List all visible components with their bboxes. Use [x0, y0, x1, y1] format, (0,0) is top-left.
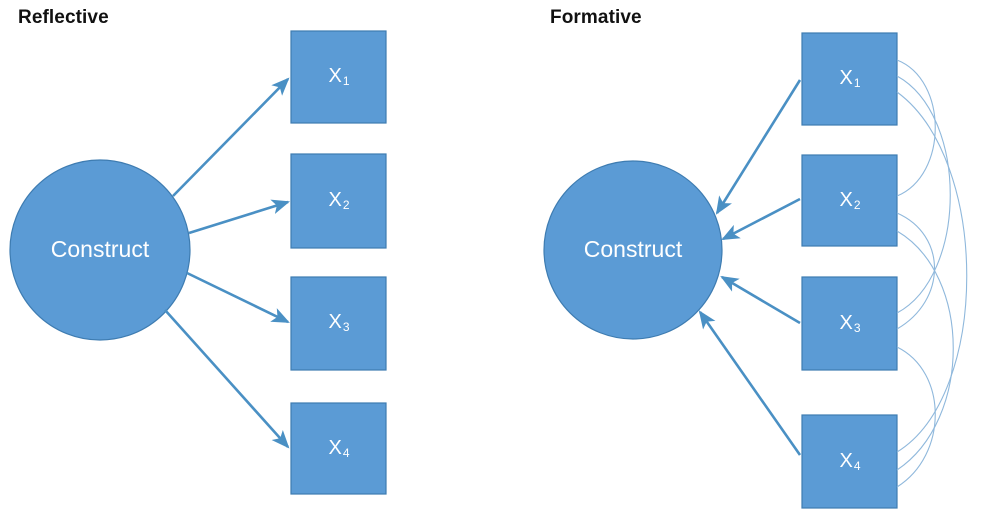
arrow-x1-to-construct: [715, 79, 802, 215]
arrow-construct-to-x1: [172, 77, 290, 197]
arrow-construct-to-x3: [186, 271, 290, 324]
arrow-x2-to-construct: [721, 197, 801, 241]
correlation-arc-x1-x2: [896, 59, 936, 197]
indicator-box-reflective-x3[interactable]: [290, 276, 387, 371]
arrow-construct-to-x2: [188, 199, 290, 235]
construct-circle-reflective[interactable]: [9, 159, 191, 341]
correlation-arc-x2-x3: [896, 212, 936, 330]
indicator-box-formative-x2[interactable]: [801, 154, 898, 247]
panel-formative: [543, 32, 968, 509]
correlation-arc-x3-x4: [896, 346, 936, 488]
panel-title-formative: Formative: [550, 7, 642, 28]
correlation-arc-x1-x4: [896, 91, 968, 453]
correlation-arc-x1-x3: [896, 75, 951, 314]
construct-circle-formative[interactable]: [543, 160, 723, 340]
correlation-arcs-group: [896, 59, 968, 488]
panel-reflective: [9, 30, 387, 495]
indicator-box-formative-x3[interactable]: [801, 276, 898, 371]
indicator-box-formative-x4[interactable]: [801, 414, 898, 509]
correlation-arc-x2-x4: [896, 230, 954, 471]
indicator-box-reflective-x1[interactable]: [290, 30, 387, 124]
indicator-box-formative-x1[interactable]: [801, 32, 898, 126]
arrow-x3-to-construct: [720, 275, 801, 325]
indicator-box-reflective-x4[interactable]: [290, 402, 387, 495]
arrow-construct-to-x4: [164, 309, 290, 449]
panel-title-reflective: Reflective: [18, 7, 109, 28]
arrow-x4-to-construct: [698, 310, 802, 456]
indicator-box-reflective-x2[interactable]: [290, 153, 387, 249]
